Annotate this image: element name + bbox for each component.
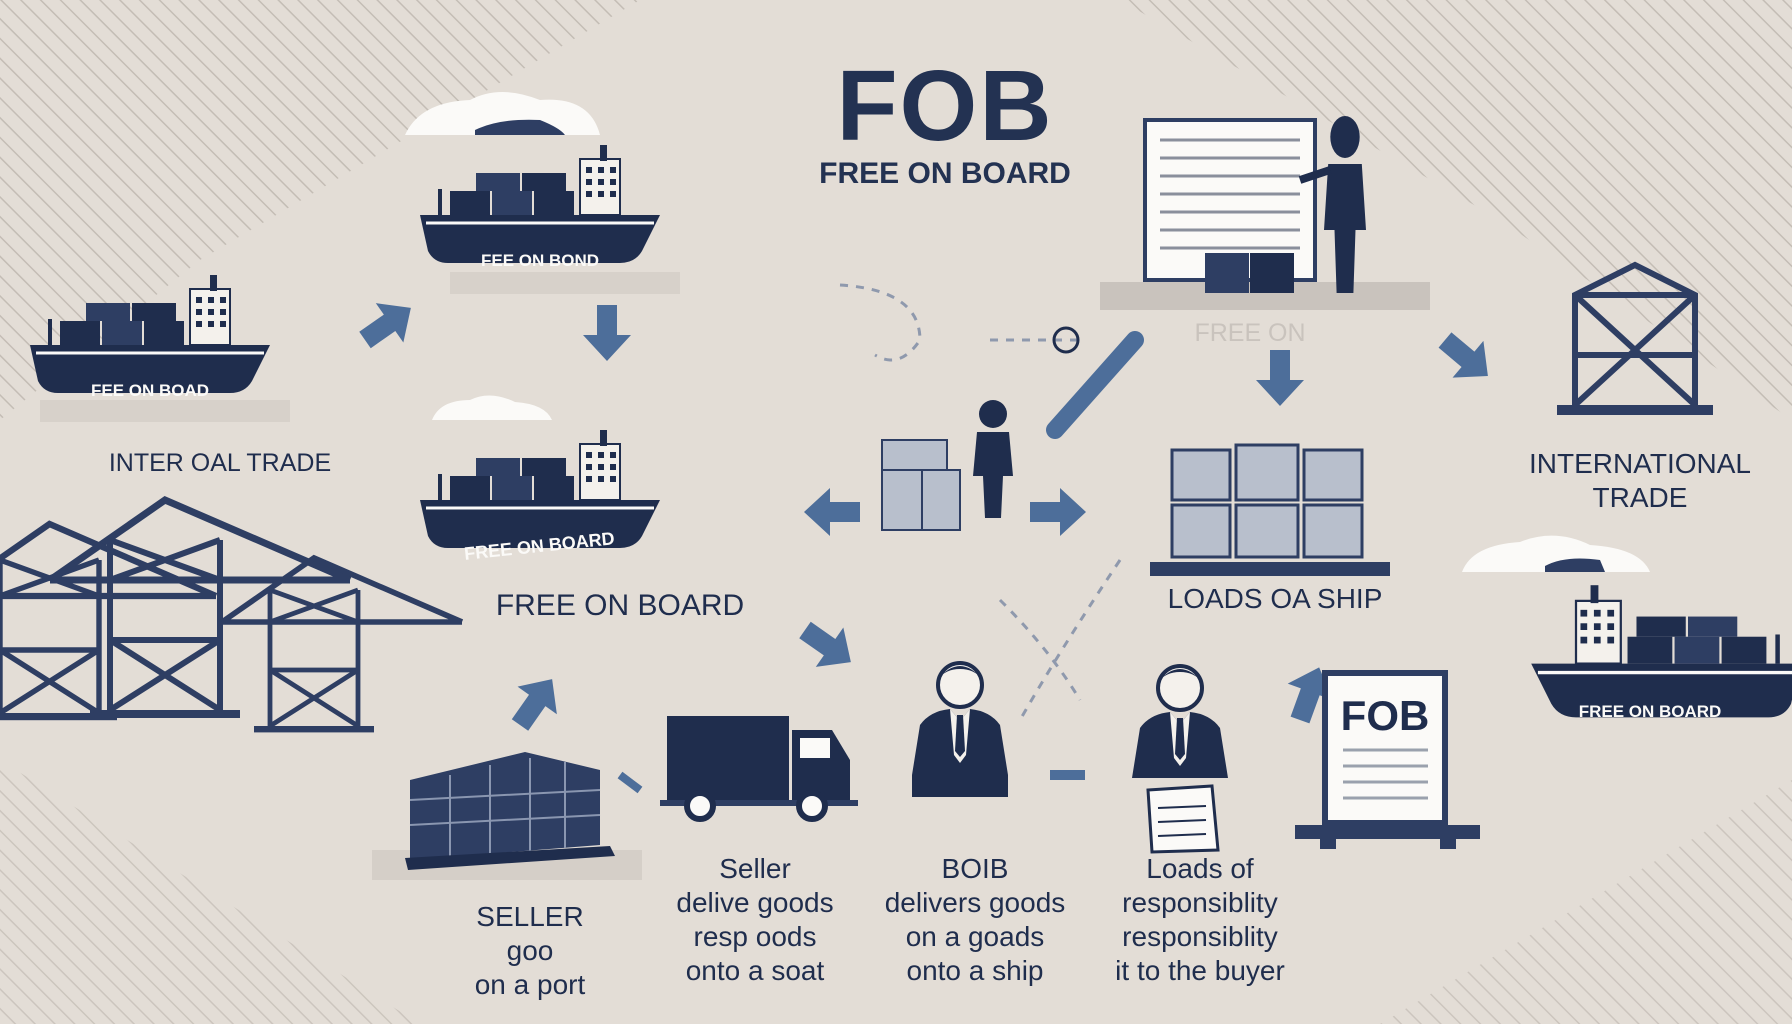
fob-sign-text: FOB [1341,692,1430,739]
gantry-crane-icon [222,558,462,732]
arrow-icon [1429,321,1504,395]
label-loads-of: Loads of responsiblity responsiblity it … [1115,853,1285,987]
arrow-icon [1256,350,1304,406]
arrow-icon [1030,488,1086,536]
arrow-icon [804,488,860,536]
container-pallet-icon [1150,443,1390,576]
arrow-icon [351,288,425,360]
label-seller-delivers: Seller delive goods resp oods onto a soa… [676,853,834,987]
label-right-trade: INTERNATIONAL TRADE [1529,448,1751,514]
label-loads-ship: LOADS OA SHIP [1167,583,1383,614]
cloud-icon [405,92,600,135]
arrow-icon [1046,331,1144,439]
cloud-icon [1462,535,1650,572]
businessman-icon [910,661,1010,777]
arrow-icon [583,305,631,361]
arrow-icon [617,771,643,794]
label-faint-top: FREE ON [1194,319,1306,347]
truck-icon [660,716,858,822]
cargo-ship-icon [418,143,662,265]
ship-label-top-left: FEE ON BOAD [91,381,209,400]
cargo-ship-icon [418,428,662,550]
cloud-icon [432,395,552,420]
label-center-caption: FREE ON BOARD [495,589,745,622]
businessman-icon [1130,664,1230,780]
page-title: FOB [836,50,1054,162]
label-bob: BOIB delivers goods on a goads onto a sh… [884,853,1066,987]
label-left-trade: INTER OAL TRADE [108,449,332,477]
container-pallet-icon [881,439,961,531]
page-subtitle: FREE ON BOARD [819,157,1071,190]
person-icon [1324,116,1366,293]
document-icon [1146,784,1220,854]
arrow-icon [500,665,572,739]
dashed-path [839,283,1122,721]
gantry-crane-icon [1557,261,1713,415]
container-pallet-icon [1205,253,1294,293]
person-icon [973,400,1013,518]
label-seller: SELLER goo on a port [474,901,586,1001]
cargo-ship-icon [1529,583,1792,720]
container-pallet-icon [372,752,642,880]
ship-label-right: FREE ON BOARD [1579,702,1722,721]
fob-sign-board [1295,670,1480,849]
ship-label-top-center: FEE ON BOND [481,251,599,270]
arrow-icon [791,610,865,682]
